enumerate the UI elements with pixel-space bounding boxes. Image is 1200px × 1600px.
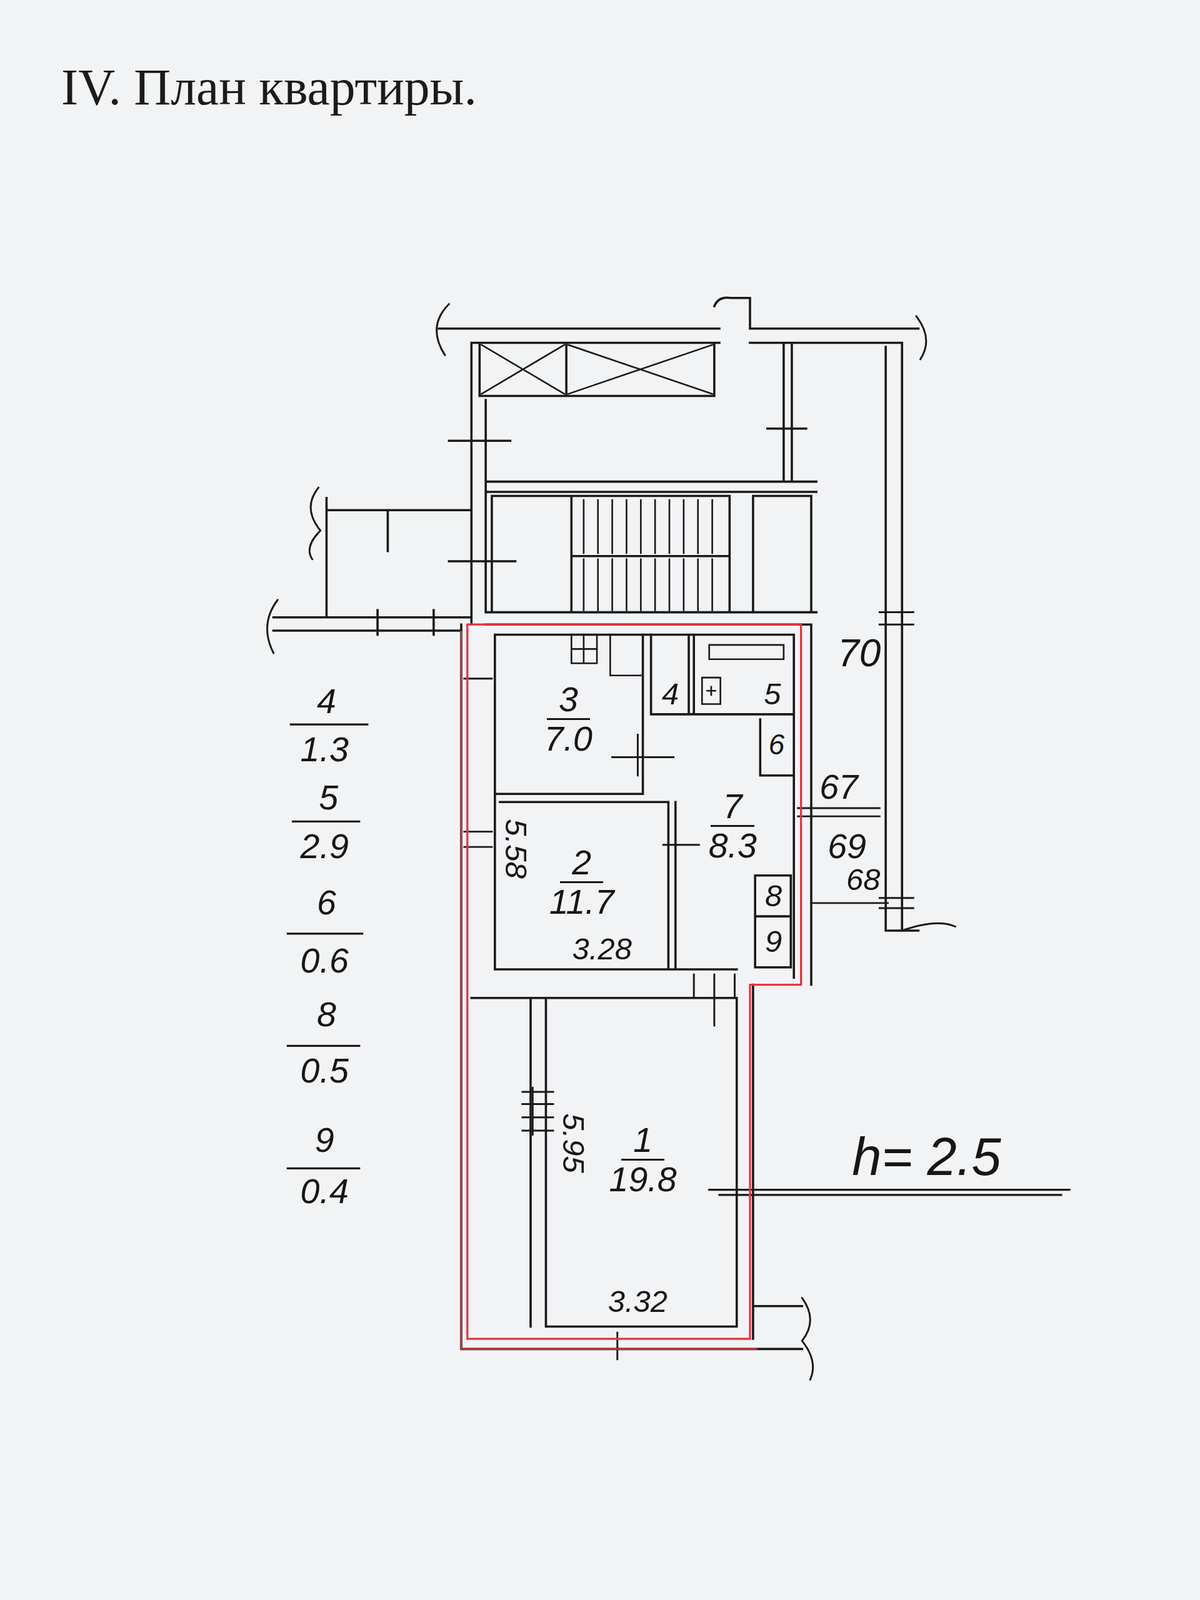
area-list-value: 9 (315, 1123, 335, 1159)
room-label: 9 (762, 925, 785, 959)
dimension-label: 67 (819, 770, 859, 806)
room-number: 2 (560, 845, 604, 884)
dimension-label: 3.28 (572, 933, 632, 965)
fraction-lines (287, 724, 367, 1169)
room-label: 6 (766, 729, 787, 761)
area-list-value: 2.9 (300, 829, 349, 865)
area-list-value: 1.3 (300, 732, 349, 768)
room-area: 11.7 (549, 885, 615, 920)
room-area: 19.8 (609, 1162, 677, 1198)
room-label: 4 (659, 677, 682, 711)
dimension-label: 5.95 (558, 1113, 589, 1173)
room-label: 119.8 (606, 1121, 680, 1199)
break-symbol (267, 304, 956, 1380)
dimension-label: 70 (837, 633, 881, 673)
area-list-value: 4 (316, 684, 337, 720)
area-list-value: 0.5 (300, 1054, 349, 1090)
room-number: 8 (765, 880, 782, 912)
apartment-boundary (461, 630, 757, 1349)
room-label: 211.7 (546, 844, 617, 922)
room-label: 8 (762, 879, 785, 913)
room-label: 78.3 (706, 788, 760, 865)
dimension-label: 69 (827, 829, 867, 865)
room-label: 37.0 (541, 681, 595, 759)
ceiling-height: h= 2.5 (851, 1130, 1001, 1184)
dimension-label: 5.58 (501, 819, 532, 879)
door-window-ticks (464, 612, 914, 1360)
room-number: 9 (765, 926, 782, 957)
room-number: 3 (546, 682, 591, 721)
plan-lines (267, 297, 1070, 1380)
elevator-cross (481, 345, 713, 394)
room-number: 7 (710, 789, 755, 828)
room-label: 5 (761, 677, 784, 711)
area-list-value: 6 (316, 885, 337, 921)
room-area: 7.0 (544, 721, 593, 757)
stair-steps (583, 500, 713, 610)
room-number: 5 (763, 678, 781, 710)
apartment-walls (461, 624, 812, 1349)
area-list-value: 0.4 (300, 1174, 349, 1210)
dimension-label: 3.32 (608, 1285, 668, 1317)
room-number: 4 (661, 678, 679, 710)
area-list-value: 5 (318, 780, 339, 816)
room-area: 8.3 (708, 828, 757, 864)
dimension-label: 68 (846, 864, 880, 895)
room-number: 6 (768, 730, 785, 760)
area-list-value: 8 (316, 998, 337, 1034)
height-leader (709, 1190, 1070, 1195)
room-number: 1 (621, 1123, 665, 1162)
apartment-boundary (467, 624, 802, 1339)
plan-title: IV. План квартиры. (61, 60, 477, 117)
building-walls (273, 297, 919, 931)
area-list-value: 0.6 (300, 943, 349, 979)
